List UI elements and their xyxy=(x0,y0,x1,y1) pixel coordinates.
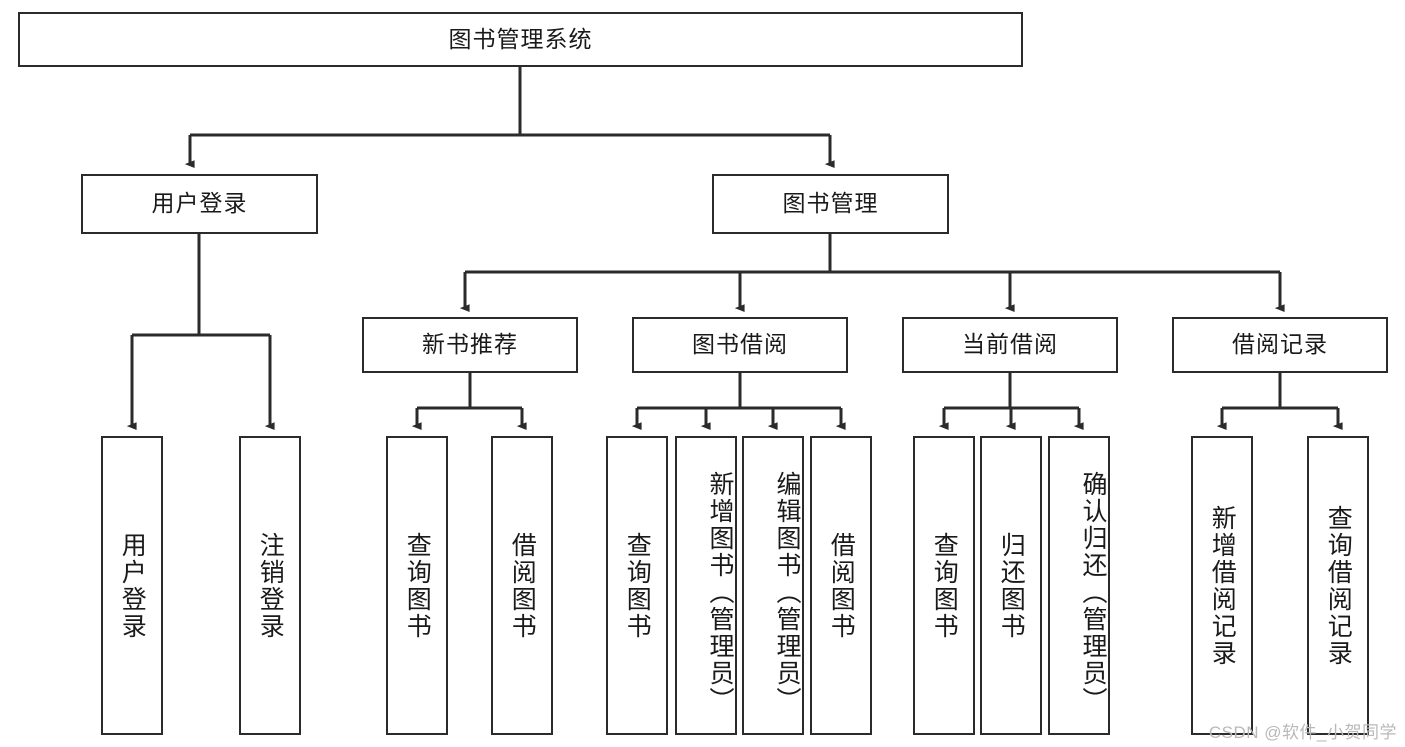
leaf-current-borrow-return-book[interactable]: 归还图书 xyxy=(980,436,1042,735)
node-label: 借阅图书 xyxy=(508,531,537,640)
leaf-borrow-record-add-record[interactable]: 新增借阅记录 xyxy=(1191,436,1253,735)
node-label: 图书管理系统 xyxy=(448,25,593,52)
node-label: 新书推荐 xyxy=(422,331,518,358)
leaf-book-borrow-edit-book-admin[interactable]: 编辑图书（管理员） xyxy=(742,436,804,735)
node-label: 新增借阅记录 xyxy=(1208,504,1237,667)
node-label: 查询图书 xyxy=(930,531,959,640)
leaf-user-login-login[interactable]: 用户登录 xyxy=(101,436,163,735)
node-label: 查询图书 xyxy=(403,531,432,640)
node-label: 确认归还（管理员） xyxy=(1079,471,1107,714)
leaf-user-login-logout[interactable]: 注销登录 xyxy=(239,436,301,735)
node-label: 当前借阅 xyxy=(962,331,1058,358)
node-root-book-management-system[interactable]: 图书管理系统 xyxy=(18,12,1023,67)
node-label: 新增图书（管理员） xyxy=(706,471,734,714)
leaf-book-borrow-borrow-book[interactable]: 借阅图书 xyxy=(810,436,872,735)
node-book-borrow[interactable]: 图书借阅 xyxy=(632,317,848,373)
node-new-book-recommend[interactable]: 新书推荐 xyxy=(362,317,578,373)
leaf-new-book-borrow-book[interactable]: 借阅图书 xyxy=(491,436,553,735)
watermark-text: CSDN @软件_小贺同学 xyxy=(1208,723,1397,742)
node-label: 借阅图书 xyxy=(827,531,856,640)
node-label: 用户登录 xyxy=(151,190,248,217)
leaf-book-borrow-add-book-admin[interactable]: 新增图书（管理员） xyxy=(675,436,737,735)
node-book-management[interactable]: 图书管理 xyxy=(712,174,949,234)
node-user-login[interactable]: 用户登录 xyxy=(81,174,318,234)
node-label: 图书管理 xyxy=(782,190,879,217)
node-label: 归还图书 xyxy=(997,531,1026,640)
leaf-current-borrow-confirm-return-admin[interactable]: 确认归还（管理员） xyxy=(1048,436,1110,735)
node-label: 查询图书 xyxy=(623,531,652,640)
leaf-current-borrow-query-book[interactable]: 查询图书 xyxy=(913,436,975,735)
node-label: 查询借阅记录 xyxy=(1324,504,1353,667)
leaf-new-book-query-book[interactable]: 查询图书 xyxy=(386,436,448,735)
node-label: 注销登录 xyxy=(256,531,285,640)
leaf-borrow-record-query-record[interactable]: 查询借阅记录 xyxy=(1307,436,1369,735)
node-borrow-record[interactable]: 借阅记录 xyxy=(1172,317,1388,373)
leaf-book-borrow-query-book[interactable]: 查询图书 xyxy=(606,436,668,735)
node-label: 图书借阅 xyxy=(692,331,788,358)
node-label: 用户登录 xyxy=(118,531,147,640)
node-label: 编辑图书（管理员） xyxy=(773,471,801,714)
node-label: 借阅记录 xyxy=(1232,331,1328,358)
node-current-borrow[interactable]: 当前借阅 xyxy=(902,317,1118,373)
